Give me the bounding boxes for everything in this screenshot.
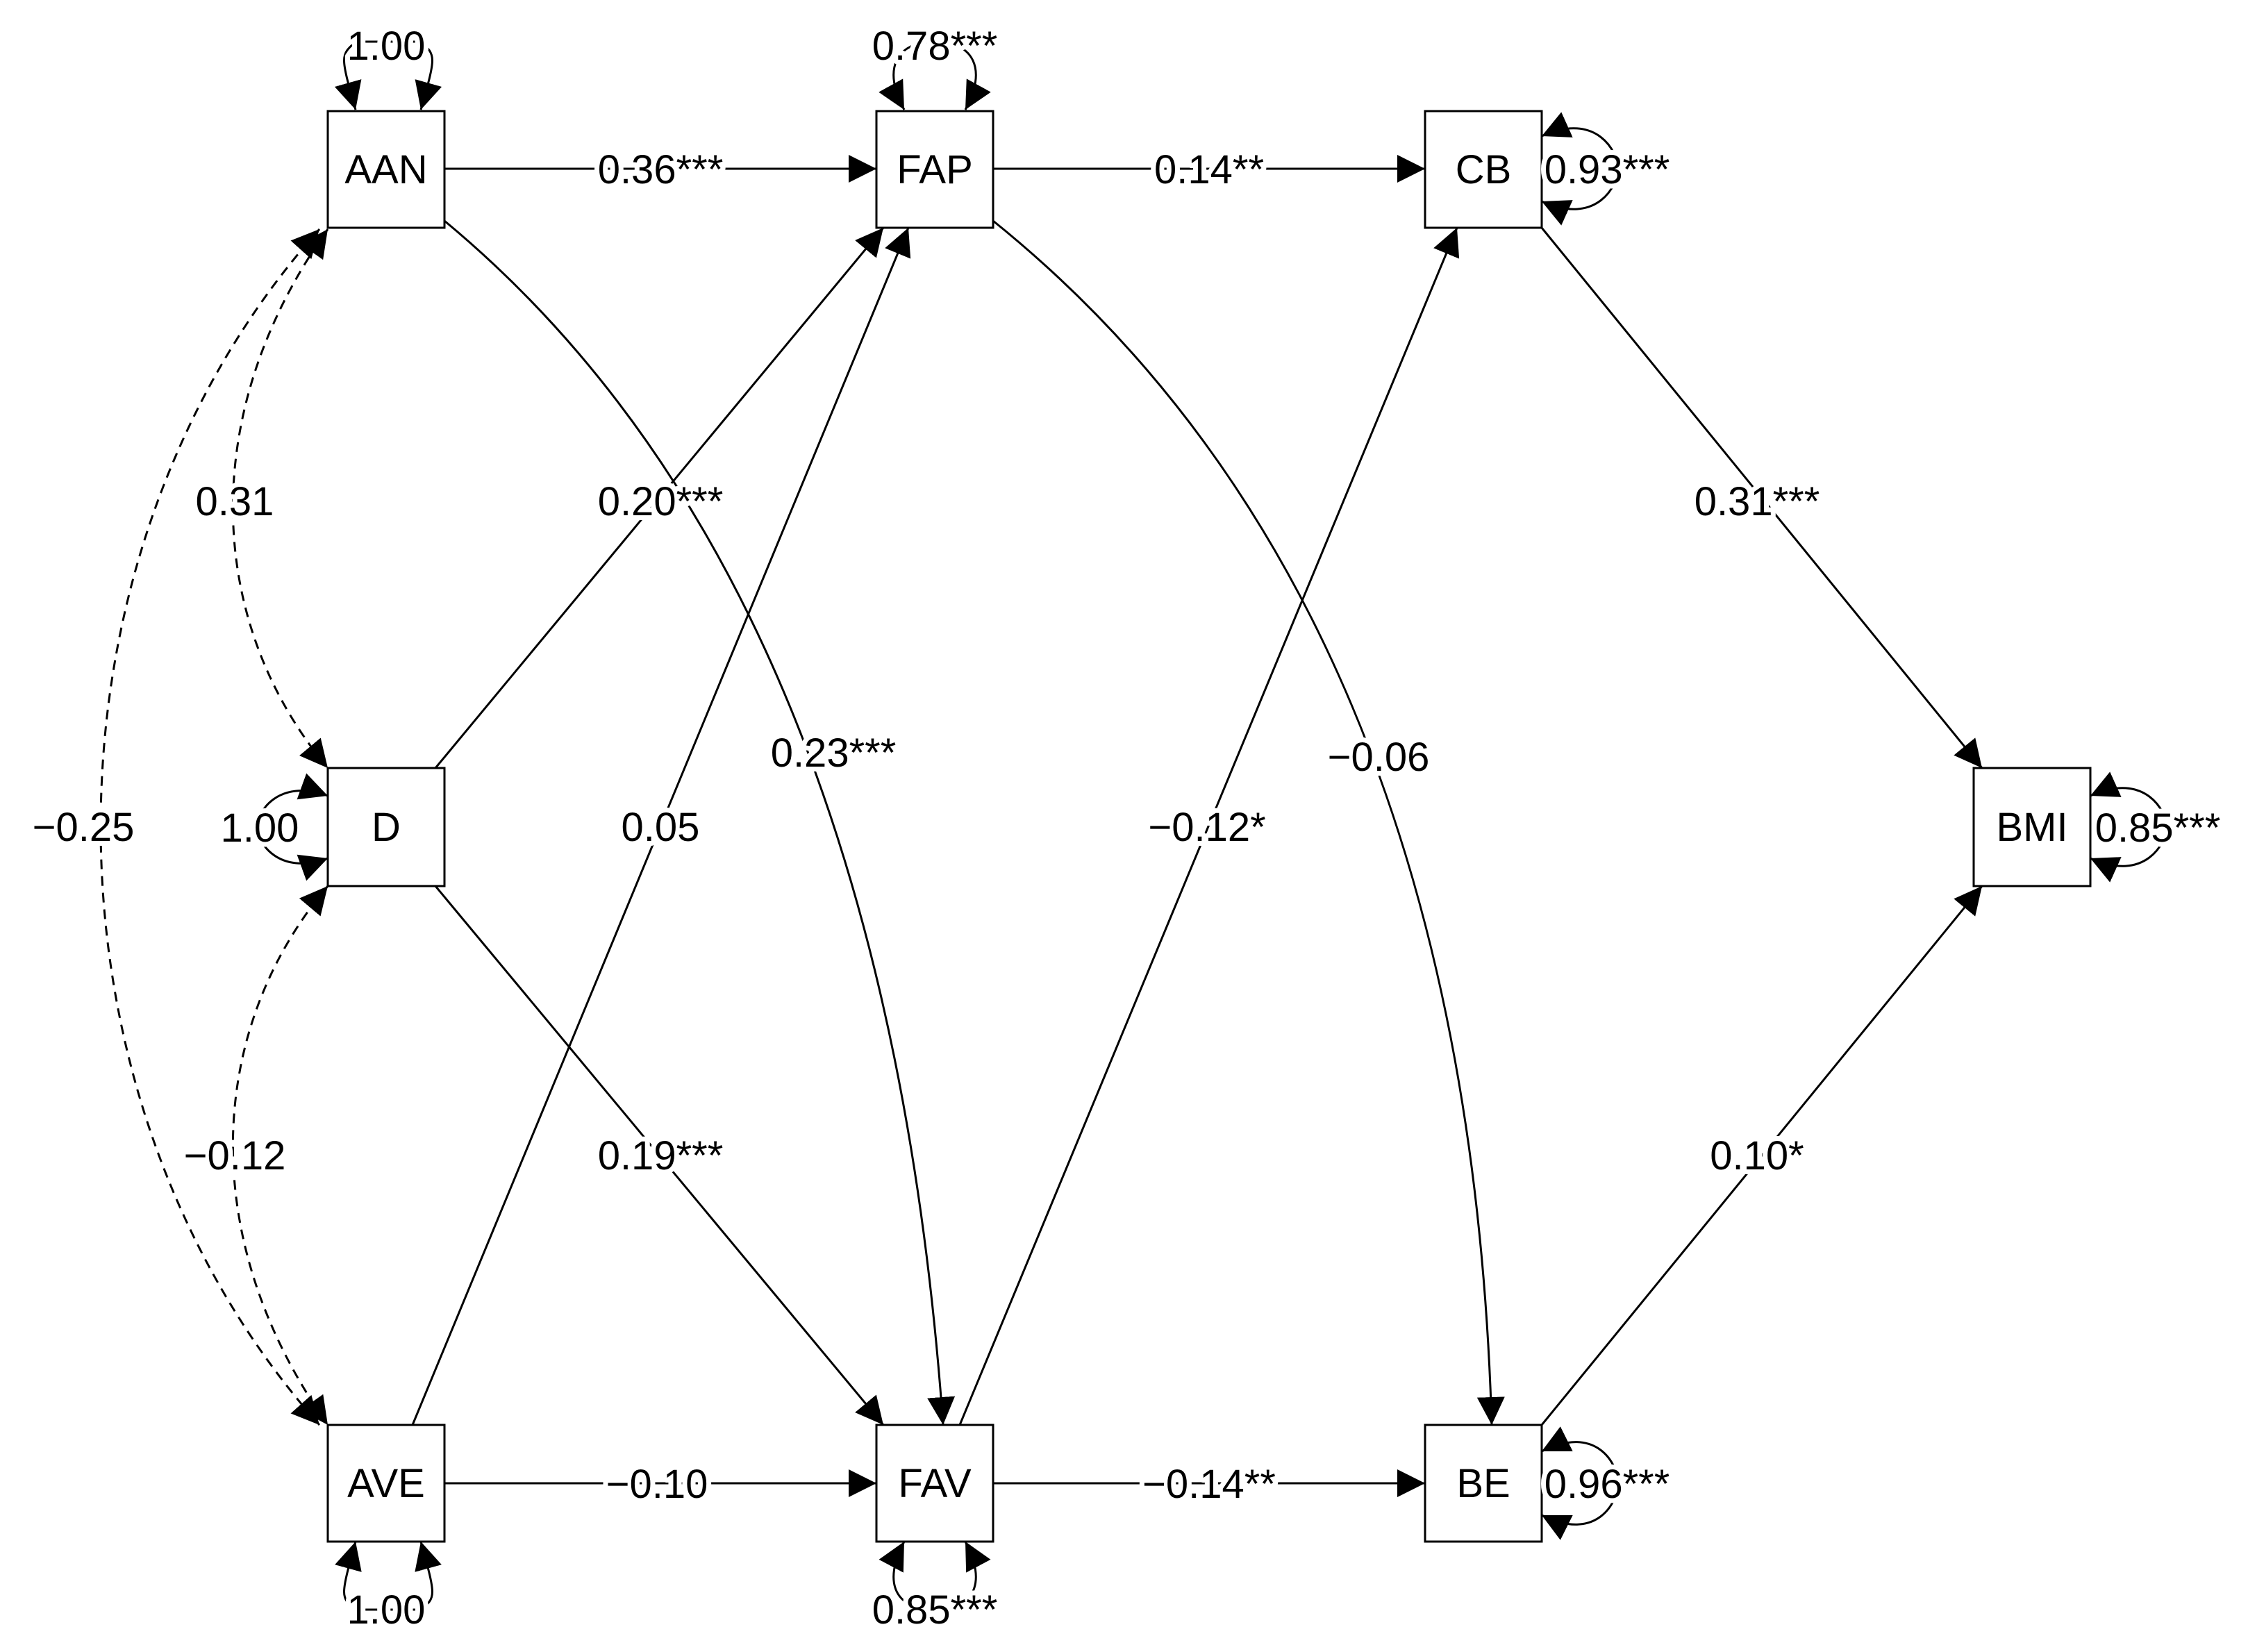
- label-fav-be: −0.14**: [1142, 1462, 1276, 1507]
- node-ave: AVE: [326, 1424, 446, 1543]
- variance-label-bmi: 0.85***: [2095, 806, 2221, 851]
- svg-text:AAN: AAN: [344, 147, 427, 192]
- variance-label-cb: 0.93***: [1545, 147, 1670, 192]
- label-aan-fap: 0.36***: [598, 147, 724, 192]
- svg-text:BE: BE: [1456, 1461, 1510, 1506]
- node-fap: FAP: [875, 110, 994, 229]
- label-fav-cb: −0.12*: [1148, 805, 1265, 850]
- path-aan-fav: [444, 219, 956, 1426]
- label-aan-fav: 0.23***: [771, 731, 897, 776]
- path-ave-fap: [411, 227, 911, 1426]
- cov-d-ave: [231, 885, 329, 1426]
- label-d-fap: 0.20***: [598, 479, 724, 524]
- var-loop-d: [256, 773, 328, 881]
- cov-aan-ave: [99, 228, 321, 1426]
- variance-label-fap: 0.78***: [872, 24, 998, 69]
- var-loop-ave: [335, 1541, 442, 1611]
- path-cb-bmi: [1540, 227, 1983, 769]
- svg-text:AVE: AVE: [347, 1461, 425, 1506]
- svg-text:D: D: [372, 805, 401, 850]
- var-loop-aan: [334, 40, 442, 110]
- node-bmi: BMI: [1972, 767, 2092, 887]
- label-cov-d-ave: −0.12: [184, 1133, 286, 1178]
- var-loop-bmi: [2090, 771, 2168, 883]
- variance-label-d: 1.00: [221, 806, 299, 851]
- svg-text:FAV: FAV: [898, 1461, 972, 1506]
- label-cov-aan-ave: −0.25: [33, 805, 135, 850]
- path-fap-be: [992, 219, 1505, 1426]
- path-fav-cb: [958, 227, 1460, 1426]
- label-fap-cb: 0.14**: [1154, 147, 1264, 192]
- path-be-bmi: [1540, 885, 1983, 1426]
- node-fav: FAV: [875, 1424, 994, 1543]
- variance-label-aan: 1.00: [347, 24, 426, 69]
- label-d-fav: 0.19***: [598, 1133, 724, 1178]
- path-d-fap: [434, 227, 885, 769]
- label-ave-fap: 0.05: [622, 805, 700, 850]
- svg-text:CB: CB: [1456, 147, 1512, 192]
- variance-label-ave: 1.00: [347, 1587, 426, 1633]
- node-cb: CB: [1424, 110, 1543, 229]
- variance-label-be: 0.96***: [1545, 1462, 1670, 1507]
- label-be-bmi: 0.10*: [1710, 1133, 1804, 1178]
- var-loop-fap: [879, 40, 991, 110]
- var-loop-be: [1541, 1426, 1620, 1540]
- node-be: BE: [1424, 1424, 1543, 1543]
- var-loop-cb: [1541, 112, 1620, 226]
- svg-text:FAP: FAP: [897, 147, 973, 192]
- svg-text:BMI: BMI: [1996, 805, 2067, 850]
- label-cb-bmi: 0.31***: [1695, 479, 1820, 524]
- cov-aan-d: [231, 228, 329, 769]
- label-ave-fav: −0.10: [606, 1462, 708, 1507]
- var-loop-fav: [879, 1541, 991, 1611]
- label-cov-aan-d: 0.31: [196, 479, 274, 524]
- path-d-fav: [434, 885, 885, 1426]
- label-fap-be: −0.06: [1328, 735, 1430, 780]
- variance-label-fav: 0.85***: [872, 1587, 998, 1633]
- node-aan: AAN: [326, 110, 446, 229]
- node-d: D: [326, 767, 446, 887]
